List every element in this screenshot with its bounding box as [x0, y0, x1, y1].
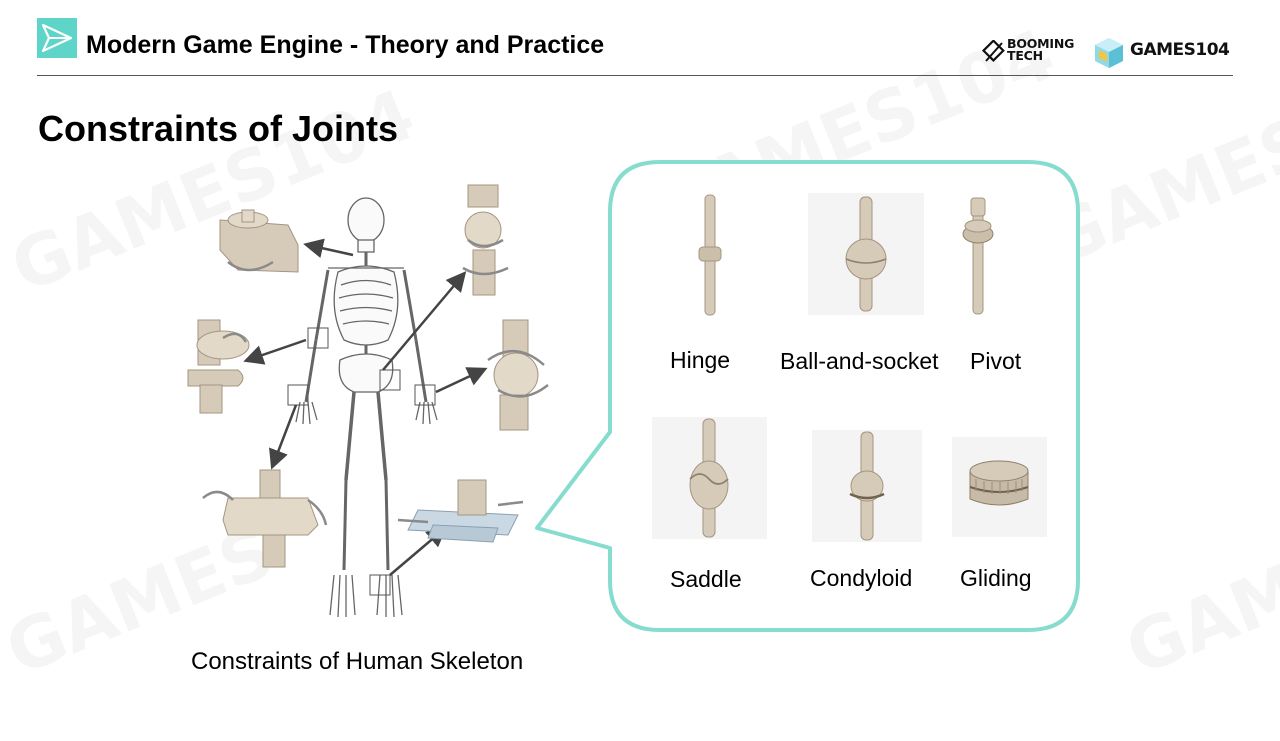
joint-label-gliding: Gliding [960, 565, 1032, 591]
header-divider [37, 75, 1233, 76]
pivot-joint-illustration [962, 197, 994, 315]
saddle-joint-illustration [652, 417, 767, 539]
booming-tech-logo: BOOMING TECH [982, 36, 1084, 68]
skeleton-caption: Constraints of Human Skeleton [191, 648, 524, 675]
watermark: GAMES [1035, 101, 1280, 282]
course-title: Modern Game Engine - Theory and Practice [86, 31, 605, 59]
condyloid-joint-illustration [812, 430, 922, 542]
joint-label-pivot: Pivot [970, 348, 1022, 374]
watermark: GAMES [1115, 511, 1280, 692]
ball-and-socket-joint-illustration [808, 193, 924, 315]
human-skeleton-illustration [187, 184, 549, 618]
hinge-joint-illustration [698, 194, 722, 316]
slide-header: Modern Game Engine - Theory and Practice… [0, 0, 1280, 80]
joint-label-ball-and-socket: Ball-and-socket [780, 348, 939, 374]
slide-title: Constraints of Joints [38, 108, 399, 149]
booming-line-1: BOOMING [1007, 36, 1075, 51]
joint-label-condyloid: Condyloid [810, 565, 913, 591]
games-cube-icon [1095, 38, 1123, 68]
booming-mark-icon [982, 40, 1005, 63]
games104-logo-text: GAMES104 [1130, 40, 1230, 60]
joint-label-saddle: Saddle [670, 566, 742, 592]
gliding-joint-illustration [952, 437, 1047, 537]
booming-line-2: TECH [1007, 48, 1043, 63]
paper-plane-icon [37, 18, 77, 58]
joint-label-hinge: Hinge [670, 347, 731, 373]
